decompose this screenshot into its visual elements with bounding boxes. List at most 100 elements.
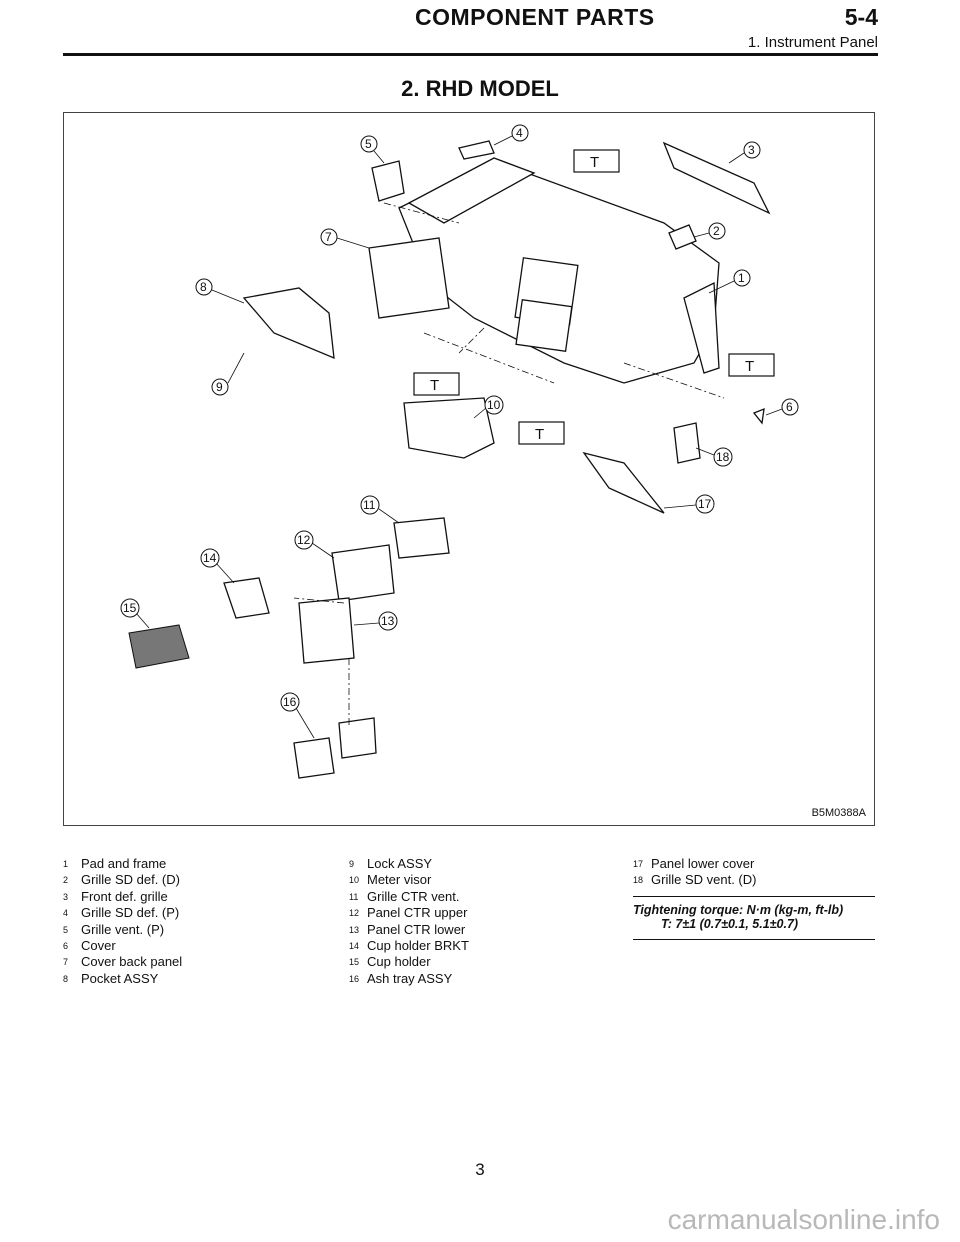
callout-17: 17 [663, 494, 715, 514]
svg-text:1: 1 [738, 271, 745, 285]
part-pocket-assy [242, 287, 335, 360]
legend-label: Panel CTR lower [367, 921, 466, 937]
exploded-view-figure: T T T T 1 2 3 4 5 [63, 112, 875, 826]
part-grille-sd-def-p [458, 140, 495, 160]
legend-label: Panel lower cover [651, 856, 755, 871]
legend-number: 15 [349, 957, 360, 968]
legend-item: 1 Pad and frame [63, 856, 182, 872]
part-pad-upper-edge [407, 157, 536, 224]
legend-item: 17 Panel lower cover [633, 856, 756, 872]
legend-item: 15 Cup holder [349, 954, 469, 970]
part-grille-sd-def-d [668, 224, 697, 250]
torque-marker: T [590, 154, 599, 171]
legend-label: Pad and frame [81, 856, 167, 871]
callout-8: 8 [195, 278, 245, 304]
assembly-line [458, 327, 485, 354]
legend-label: Cup holder BRKT [367, 937, 469, 953]
page-title: 2. RHD MODEL [401, 76, 559, 101]
legend-column-1: 1 Pad and frame 2 Grille SD def. (D) 3 Fron… [63, 856, 182, 987]
part-cover [752, 407, 765, 425]
callout-16: 16 [280, 692, 315, 739]
svg-text:8: 8 [200, 280, 207, 294]
legend-label: Grille SD def. (D) [81, 872, 180, 888]
header-section-code: 5-4 [844, 4, 878, 30]
part-panel-ctr-lower [298, 597, 355, 664]
part-front-def-grille [662, 141, 771, 215]
svg-text:14: 14 [203, 551, 217, 565]
callout-7: 7 [320, 228, 370, 249]
svg-text:4: 4 [516, 126, 523, 140]
legend-number: 16 [349, 973, 360, 984]
part-meter-visor [403, 397, 495, 459]
callout-11: 11 [360, 495, 400, 524]
legend-number: 4 [63, 908, 69, 919]
legend-number: 18 [633, 875, 644, 886]
legend-label: Grille vent. (P) [81, 921, 165, 937]
callout-3: 3 [728, 141, 761, 164]
torque-value: T: 7±1 (0.7±0.1, 5.1±0.7) [661, 917, 799, 931]
torque-marker: T [745, 358, 754, 375]
torque-marker: T [535, 426, 544, 443]
legend-label: Cover back panel [81, 954, 183, 970]
legend-item: 9 Lock ASSY [349, 856, 469, 872]
legend-number: 3 [63, 891, 69, 902]
legend-item: 2 Grille SD def. (D) [63, 872, 182, 888]
torque-marker-box [728, 353, 775, 377]
part-panel-lower-cover [582, 451, 665, 514]
legend-number: 9 [349, 859, 355, 869]
legend-number: 10 [349, 875, 360, 886]
legend-item: 3 Front def. grille [63, 889, 182, 905]
legend-label: Lock ASSY [367, 856, 433, 871]
part-cover-back-panel [368, 237, 450, 319]
callout-10: 10 [473, 395, 504, 419]
legend-label: Front def. grille [81, 888, 168, 904]
callout-4: 4 [493, 124, 529, 146]
legend-label: Cover [81, 937, 116, 953]
assembly-line [383, 202, 460, 224]
legend-label: Cup holder [367, 954, 431, 970]
legend-label: Panel CTR upper [367, 905, 468, 921]
legend-number: 1 [63, 859, 69, 869]
svg-text:18: 18 [716, 450, 730, 464]
figure-code: B5M0388A [811, 807, 866, 819]
part-grille-ctr-vent [393, 517, 450, 559]
header-section-title: COMPONENT PARTS [415, 4, 655, 30]
legend-number: 5 [63, 924, 69, 935]
svg-text:7: 7 [325, 230, 332, 244]
part-grille-vent-p [371, 160, 405, 202]
legend-number: 6 [63, 940, 69, 951]
legend-number: 7 [63, 957, 69, 968]
legend-item: 6 Cover [63, 938, 182, 954]
assembly-line [423, 332, 555, 384]
legend-number: 8 [63, 973, 69, 984]
legend-item: 10 Meter visor [349, 872, 469, 888]
callout-13: 13 [353, 611, 398, 631]
callout-12: 12 [294, 530, 335, 559]
legend-number: 17 [633, 859, 644, 869]
part-grille-sd-vent-d [673, 422, 701, 464]
legend-label: Meter visor [367, 872, 432, 888]
callout-14: 14 [200, 548, 235, 584]
callout-6: 6 [765, 398, 799, 416]
svg-text:17: 17 [698, 497, 712, 511]
legend-label: Ash tray ASSY [367, 970, 453, 986]
svg-text:10: 10 [487, 398, 501, 412]
page-number: 3 [475, 1160, 485, 1179]
legend-item: 16 Ash tray ASSY [349, 971, 469, 987]
part-ash-tray-bracket [338, 717, 377, 759]
torque-heading: Tightening torque: N·m (kg-m, ft-lb) [633, 903, 844, 917]
svg-text:5: 5 [365, 137, 372, 151]
part-cup-holder-brkt [223, 577, 270, 619]
torque-marker-box [518, 421, 565, 445]
legend-item: 5 Grille vent. (P) [63, 922, 182, 938]
legend-number: 2 [63, 875, 69, 886]
callout-18: 18 [695, 447, 733, 467]
assembly-line [623, 362, 725, 399]
exploded-view-drawing: T T T T 1 2 3 4 5 [120, 124, 799, 779]
legend-number: 13 [349, 924, 360, 935]
header-subtitle: 1. Instrument Panel [747, 34, 878, 51]
